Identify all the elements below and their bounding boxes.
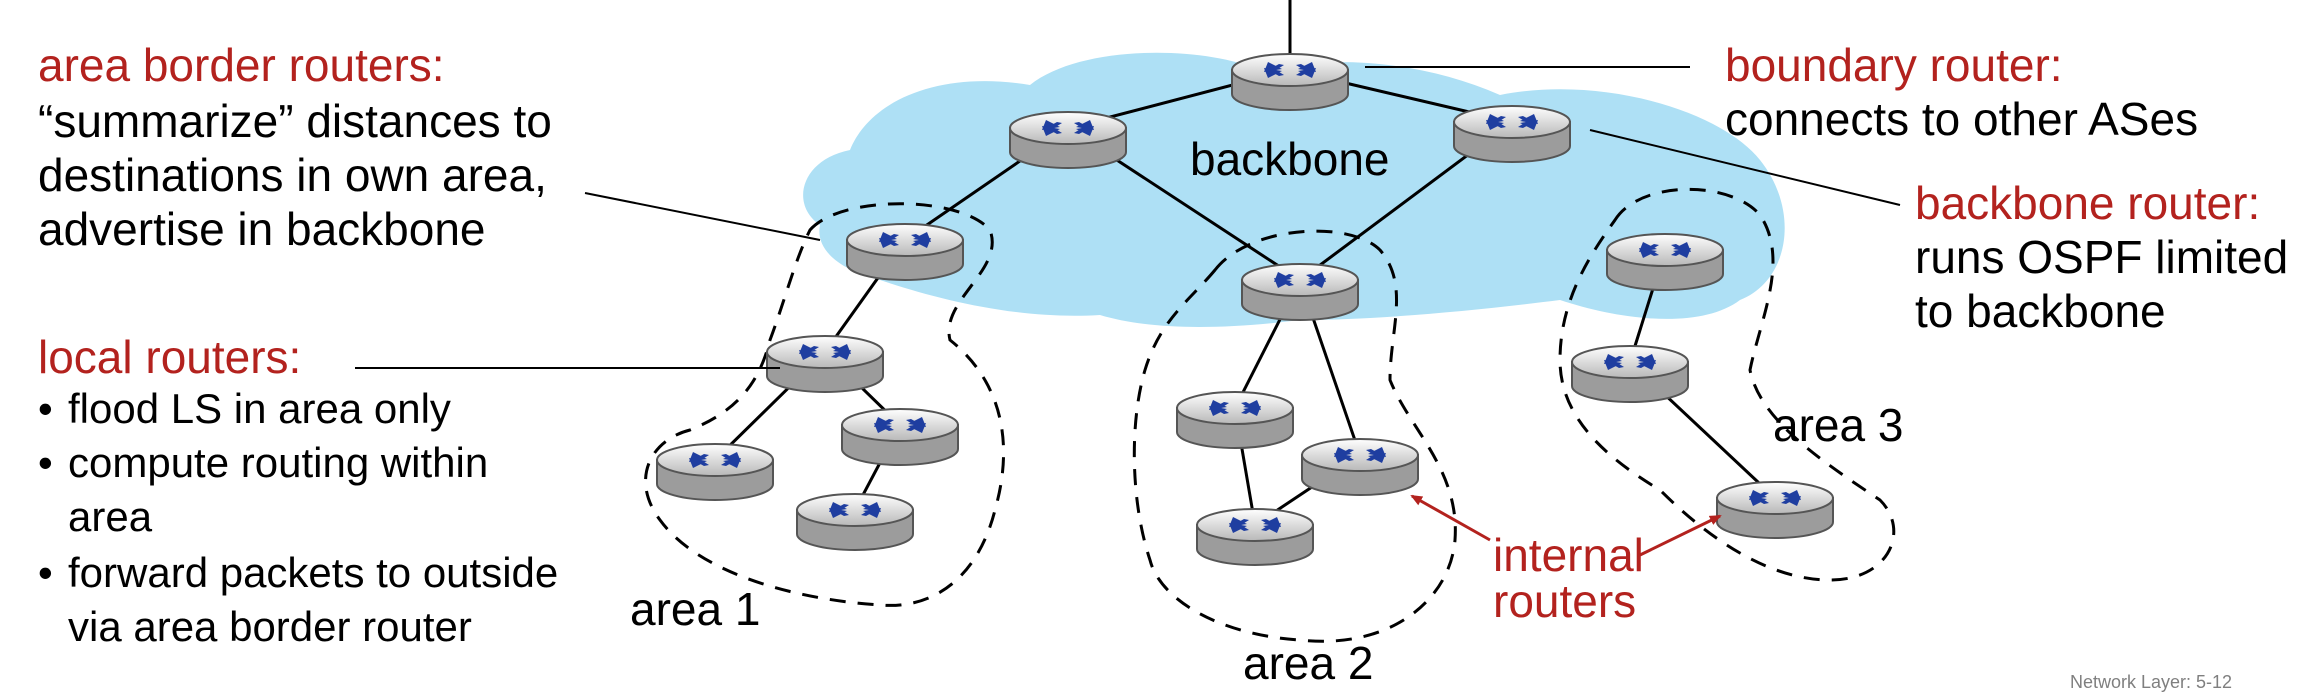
local-bullet-3: •forward packets to outside bbox=[38, 549, 559, 596]
area-border-line-2: destinations in own area, bbox=[38, 149, 547, 201]
internal-routers-line-1: internal bbox=[1493, 529, 1644, 581]
boundary-router-title: boundary router: bbox=[1725, 39, 2063, 91]
area-2-label: area 2 bbox=[1243, 637, 1374, 689]
area-border-line-1: “summarize” distances to bbox=[38, 95, 552, 147]
boundary-router-line-1: connects to other ASes bbox=[1725, 93, 2199, 145]
internal-callout-arrows bbox=[1410, 494, 1722, 557]
area-border-routers-title: area border routers: bbox=[38, 39, 445, 91]
router-icon bbox=[1009, 111, 1127, 169]
router-icon bbox=[841, 408, 959, 466]
router-icon bbox=[846, 223, 964, 281]
internal-routers-line-2: routers bbox=[1493, 575, 1637, 627]
backbone-router-line-1: runs OSPF limited bbox=[1915, 231, 2289, 283]
area-2-boundary bbox=[1132, 229, 1457, 643]
router-icon bbox=[1453, 105, 1571, 163]
router-icon bbox=[1176, 391, 1294, 449]
local-bullet-2-cont: area bbox=[68, 493, 153, 540]
router-icon bbox=[1716, 481, 1834, 539]
router-icon bbox=[1241, 263, 1359, 321]
local-bullet-3-cont: via area border router bbox=[68, 603, 472, 650]
local-bullet-1: •flood LS in area only bbox=[38, 385, 451, 432]
backbone-label: backbone bbox=[1190, 133, 1390, 185]
callout-lines bbox=[355, 66, 1901, 369]
slide-footer: Network Layer: 5-12 bbox=[2070, 672, 2233, 692]
backbone-router-title: backbone router: bbox=[1915, 177, 2261, 229]
local-routers-title: local routers: bbox=[38, 331, 302, 383]
area-1-label: area 1 bbox=[630, 583, 761, 635]
local-bullet-2: •compute routing within bbox=[38, 439, 489, 486]
router-icon bbox=[1196, 508, 1314, 566]
area-3-label: area 3 bbox=[1773, 399, 1904, 451]
router-icon bbox=[1231, 53, 1349, 111]
router-icon bbox=[656, 443, 774, 501]
router-icon bbox=[1301, 438, 1419, 496]
router-icon bbox=[1606, 233, 1724, 291]
area-border-line-3: advertise in backbone bbox=[38, 203, 486, 255]
area-3-boundary bbox=[1558, 187, 1896, 582]
router-icon bbox=[1571, 345, 1689, 403]
router-icon bbox=[796, 493, 914, 551]
router-icon bbox=[766, 335, 884, 393]
backbone-router-line-2: to backbone bbox=[1915, 285, 2166, 337]
